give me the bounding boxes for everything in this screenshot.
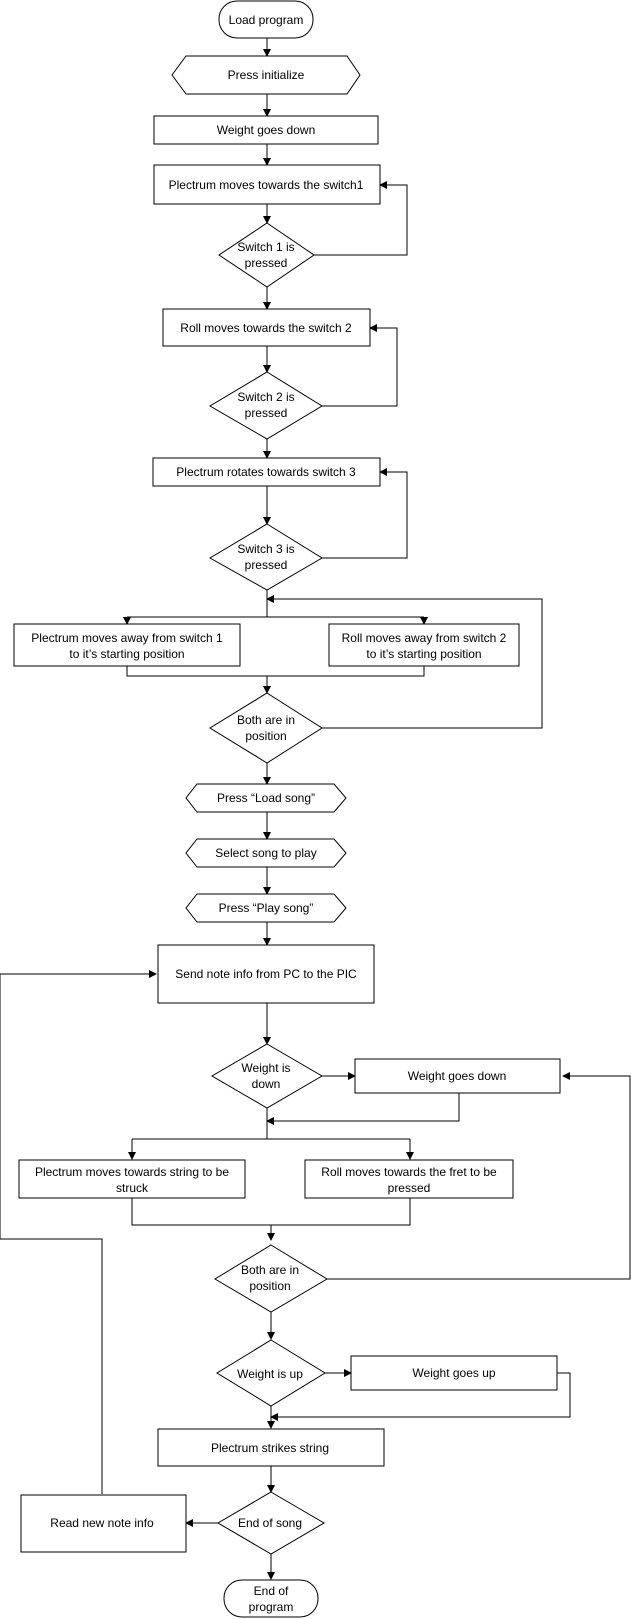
node-label: Read new note info [50, 1516, 154, 1530]
end-node: End of program [223, 1579, 319, 1618]
node-label: Weight is [241, 1061, 290, 1075]
edge [126, 666, 425, 677]
node-label: Plectrum moves towards string to be [35, 1165, 229, 1179]
node-label: Load program [229, 13, 304, 27]
node-label: Switch 1 is [237, 240, 294, 254]
node-label: Weight goes down [217, 123, 316, 137]
node-label: Press “Play song” [219, 901, 314, 915]
node-label: position [249, 1279, 290, 1293]
node-label: Switch 3 is [237, 542, 294, 556]
decision-node: Both are in position [214, 1244, 328, 1313]
edge [266, 1093, 460, 1125]
node-label: to it’s starting position [69, 647, 184, 661]
node-label: Roll moves towards the fret to be [321, 1165, 497, 1179]
loop-edge [322, 468, 408, 559]
node-label: to it’s starting position [366, 647, 481, 661]
process-node: Plectrum rotates towards switch 3 [152, 457, 381, 487]
input-node: Select song to play [185, 838, 347, 868]
input-node: Press “Load song” [185, 783, 347, 813]
node-label: down [252, 1077, 281, 1091]
node-label: pressed [245, 558, 288, 572]
decision-node: Weight is up [216, 1339, 326, 1407]
loop-edge [327, 1072, 631, 1280]
loop-edge [0, 970, 157, 1494]
edge [270, 1372, 571, 1421]
input-node: Press initialize [171, 55, 361, 95]
node-label: End of [254, 1584, 289, 1598]
decision-node: Switch 3 is pressed [209, 523, 323, 591]
decision-node: Switch 2 is pressed [209, 371, 323, 440]
node-label: Plectrum rotates towards switch 3 [176, 465, 356, 479]
decision-node: Weight is down [211, 1043, 323, 1109]
process-node: Plectrum moves towards string to be stru… [18, 1159, 246, 1199]
input-node: Press “Play song” [185, 893, 347, 923]
decision-node: End of song [217, 1491, 325, 1555]
node-label: Plectrum moves towards the switch1 [169, 178, 364, 192]
process-node: Plectrum moves towards the switch1 [153, 164, 381, 205]
start-node: Load program [218, 0, 314, 39]
connectors [0, 38, 631, 1580]
process-node: Read new note info [20, 1494, 187, 1553]
node-label: pressed [245, 406, 288, 420]
node-label: Weight goes up [412, 1366, 495, 1380]
edge [131, 1198, 411, 1226]
node-label: End of song [238, 1516, 302, 1530]
loop-edge [266, 595, 543, 729]
node-label: Send note info from PC to the PIC [175, 967, 357, 981]
process-node: Plectrum strikes string [157, 1428, 385, 1467]
process-node: Roll moves away from switch 2 to it’s st… [328, 623, 520, 667]
node-label: pressed [388, 1181, 431, 1195]
node-label: Both are in [241, 1263, 299, 1277]
node-label: Select song to play [215, 846, 316, 860]
node-label: struck [116, 1181, 149, 1195]
decision-node: Switch 1 is pressed [218, 222, 315, 288]
node-label: Weight is up [237, 1367, 303, 1381]
process-node: Weight goes down [153, 115, 379, 145]
node-label: Press initialize [228, 68, 305, 82]
loop-edge [322, 324, 398, 407]
node-label: Roll moves away from switch 2 [342, 631, 507, 645]
node-label: pressed [245, 256, 288, 270]
process-node: Plectrum moves away from switch 1 to it’… [13, 623, 241, 667]
node-label: Press “Load song” [217, 791, 315, 805]
node-label: Both are in [237, 713, 295, 727]
node-label: Switch 2 is [237, 390, 294, 404]
process-node: Weight goes down [354, 1058, 561, 1094]
process-node: Weight goes up [350, 1355, 558, 1391]
node-label: Plectrum moves away from switch 1 [31, 631, 223, 645]
node-label: Weight goes down [408, 1069, 507, 1083]
node-label: Roll moves towards the switch 2 [180, 321, 352, 335]
decision-node: Both are in position [209, 692, 323, 764]
process-node: Roll moves towards the switch 2 [162, 308, 371, 347]
process-node: Send note info from PC to the PIC [157, 944, 375, 1004]
loop-edge [312, 181, 408, 256]
process-node: Roll moves towards the fret to be presse… [304, 1159, 514, 1199]
node-label: position [245, 729, 286, 743]
node-label: program [249, 1600, 294, 1614]
node-label: Plectrum strikes string [211, 1441, 329, 1455]
